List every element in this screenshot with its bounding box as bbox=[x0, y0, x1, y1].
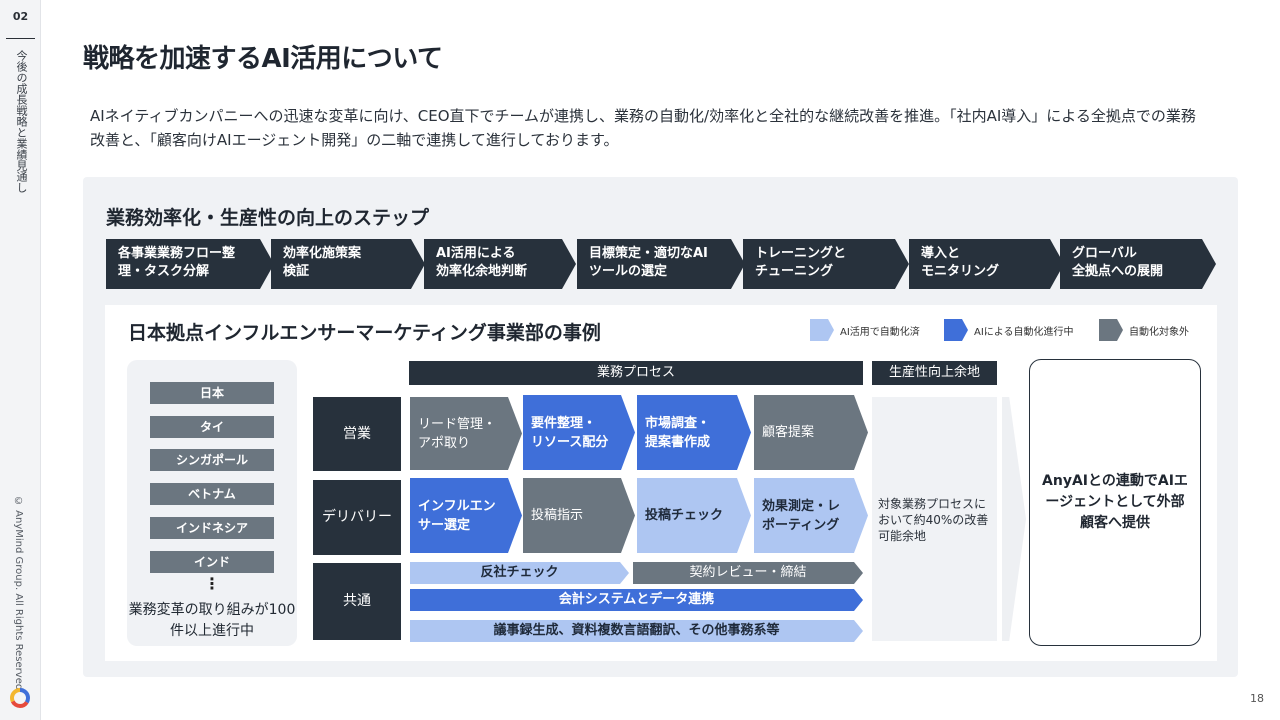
anymind-logo-icon bbox=[10, 688, 30, 708]
step-2: 効率化施策案検証 bbox=[271, 239, 425, 289]
legend-out-of-scope: 自動化対象外 bbox=[1099, 318, 1189, 342]
row-label-delivery: デリバリー bbox=[313, 480, 401, 555]
process-client-proposal: 顧客提案 bbox=[754, 395, 868, 470]
process-reporting: 効果測定・レポーティング bbox=[754, 478, 868, 553]
case-title: 日本拠点インフルエンサーマーケティング事業部の事例 bbox=[128, 322, 601, 344]
country-vietnam: ベトナム bbox=[150, 483, 274, 505]
page-number: 18 bbox=[1250, 692, 1264, 705]
process-post-check: 投稿チェック bbox=[637, 478, 751, 553]
process-market-research: 市場調査・提案書作成 bbox=[637, 395, 751, 470]
process-admin-tasks: 議事録生成、資料複数言語翻訳、その他事務系等 bbox=[410, 620, 863, 642]
process-header: 業務プロセス bbox=[409, 361, 863, 385]
steps-title: 業務効率化・生産性の向上のステップ bbox=[106, 207, 430, 229]
country-singapore: シンガポール bbox=[150, 449, 274, 471]
more-ellipsis: ⋮ bbox=[204, 574, 220, 593]
process-influencer-selection: インフルエンサー選定 bbox=[410, 478, 522, 553]
copyright: © AnyMind Group. All Rights Reserved. bbox=[13, 496, 24, 694]
process-accounting-integration: 会計システムとデータ連携 bbox=[410, 589, 863, 611]
country-japan: 日本 bbox=[150, 382, 274, 404]
legend-automated: AI活用で自動化済 bbox=[810, 318, 920, 342]
step-3: AI活用による効率化余地判断 bbox=[424, 239, 576, 289]
process-compliance-check: 反社チェック bbox=[410, 562, 629, 584]
country-thailand: タイ bbox=[150, 416, 274, 438]
country-india: インド bbox=[150, 551, 274, 573]
external-offering-box: AnyAIとの連動でAIエージェントとして外部顧客へ提供 bbox=[1029, 359, 1201, 646]
process-lead-management: リード管理・アポ取り bbox=[410, 397, 522, 470]
step-5: トレーニングとチューニング bbox=[743, 239, 909, 289]
section-number: 02 bbox=[12, 10, 29, 23]
step-1: 各事業業務フロー整理・タスク分解 bbox=[106, 239, 274, 289]
productivity-header: 生産性向上余地 bbox=[872, 361, 997, 385]
country-indonesia: インドネシア bbox=[150, 517, 274, 539]
process-post-instruction: 投稿指示 bbox=[523, 478, 635, 553]
legend-swatch-icon bbox=[810, 319, 834, 341]
legend-swatch-icon bbox=[1099, 319, 1123, 341]
countries-note: 業務変革の取り組みが100件以上進行中 bbox=[128, 602, 296, 639]
row-label-common: 共通 bbox=[313, 563, 401, 640]
improvement-text: 対象業務プロセスにおいて約40%の改善可能余地 bbox=[878, 497, 989, 543]
legend-in-progress: AIによる自動化進行中 bbox=[944, 318, 1074, 342]
step-flow: 各事業業務フロー整理・タスク分解 効率化施策案検証 AI活用による効率化余地判断… bbox=[106, 239, 1216, 289]
improvement-column bbox=[872, 397, 997, 641]
step-7: グローバル全拠点への展開 bbox=[1060, 239, 1216, 289]
side-rail: 02 今後の成長戦略と業績見通し © AnyMind Group. All Ri… bbox=[0, 0, 41, 720]
row-label-sales: 営業 bbox=[313, 397, 401, 471]
lead-paragraph: AIネイティブカンパニーへの迅速な変革に向け、CEO直下でチームが連携し、業務の… bbox=[90, 107, 1196, 149]
step-6: 導入とモニタリング bbox=[909, 239, 1064, 289]
page-title: 戦略を加速するAI活用について bbox=[83, 44, 443, 74]
process-contract-review: 契約レビュー・締結 bbox=[633, 562, 863, 584]
rail-divider bbox=[6, 38, 35, 39]
legend-swatch-icon bbox=[944, 319, 968, 341]
process-requirements: 要件整理・リソース配分 bbox=[523, 395, 635, 470]
section-title: 今後の成長戦略と業績見通し bbox=[15, 50, 28, 193]
